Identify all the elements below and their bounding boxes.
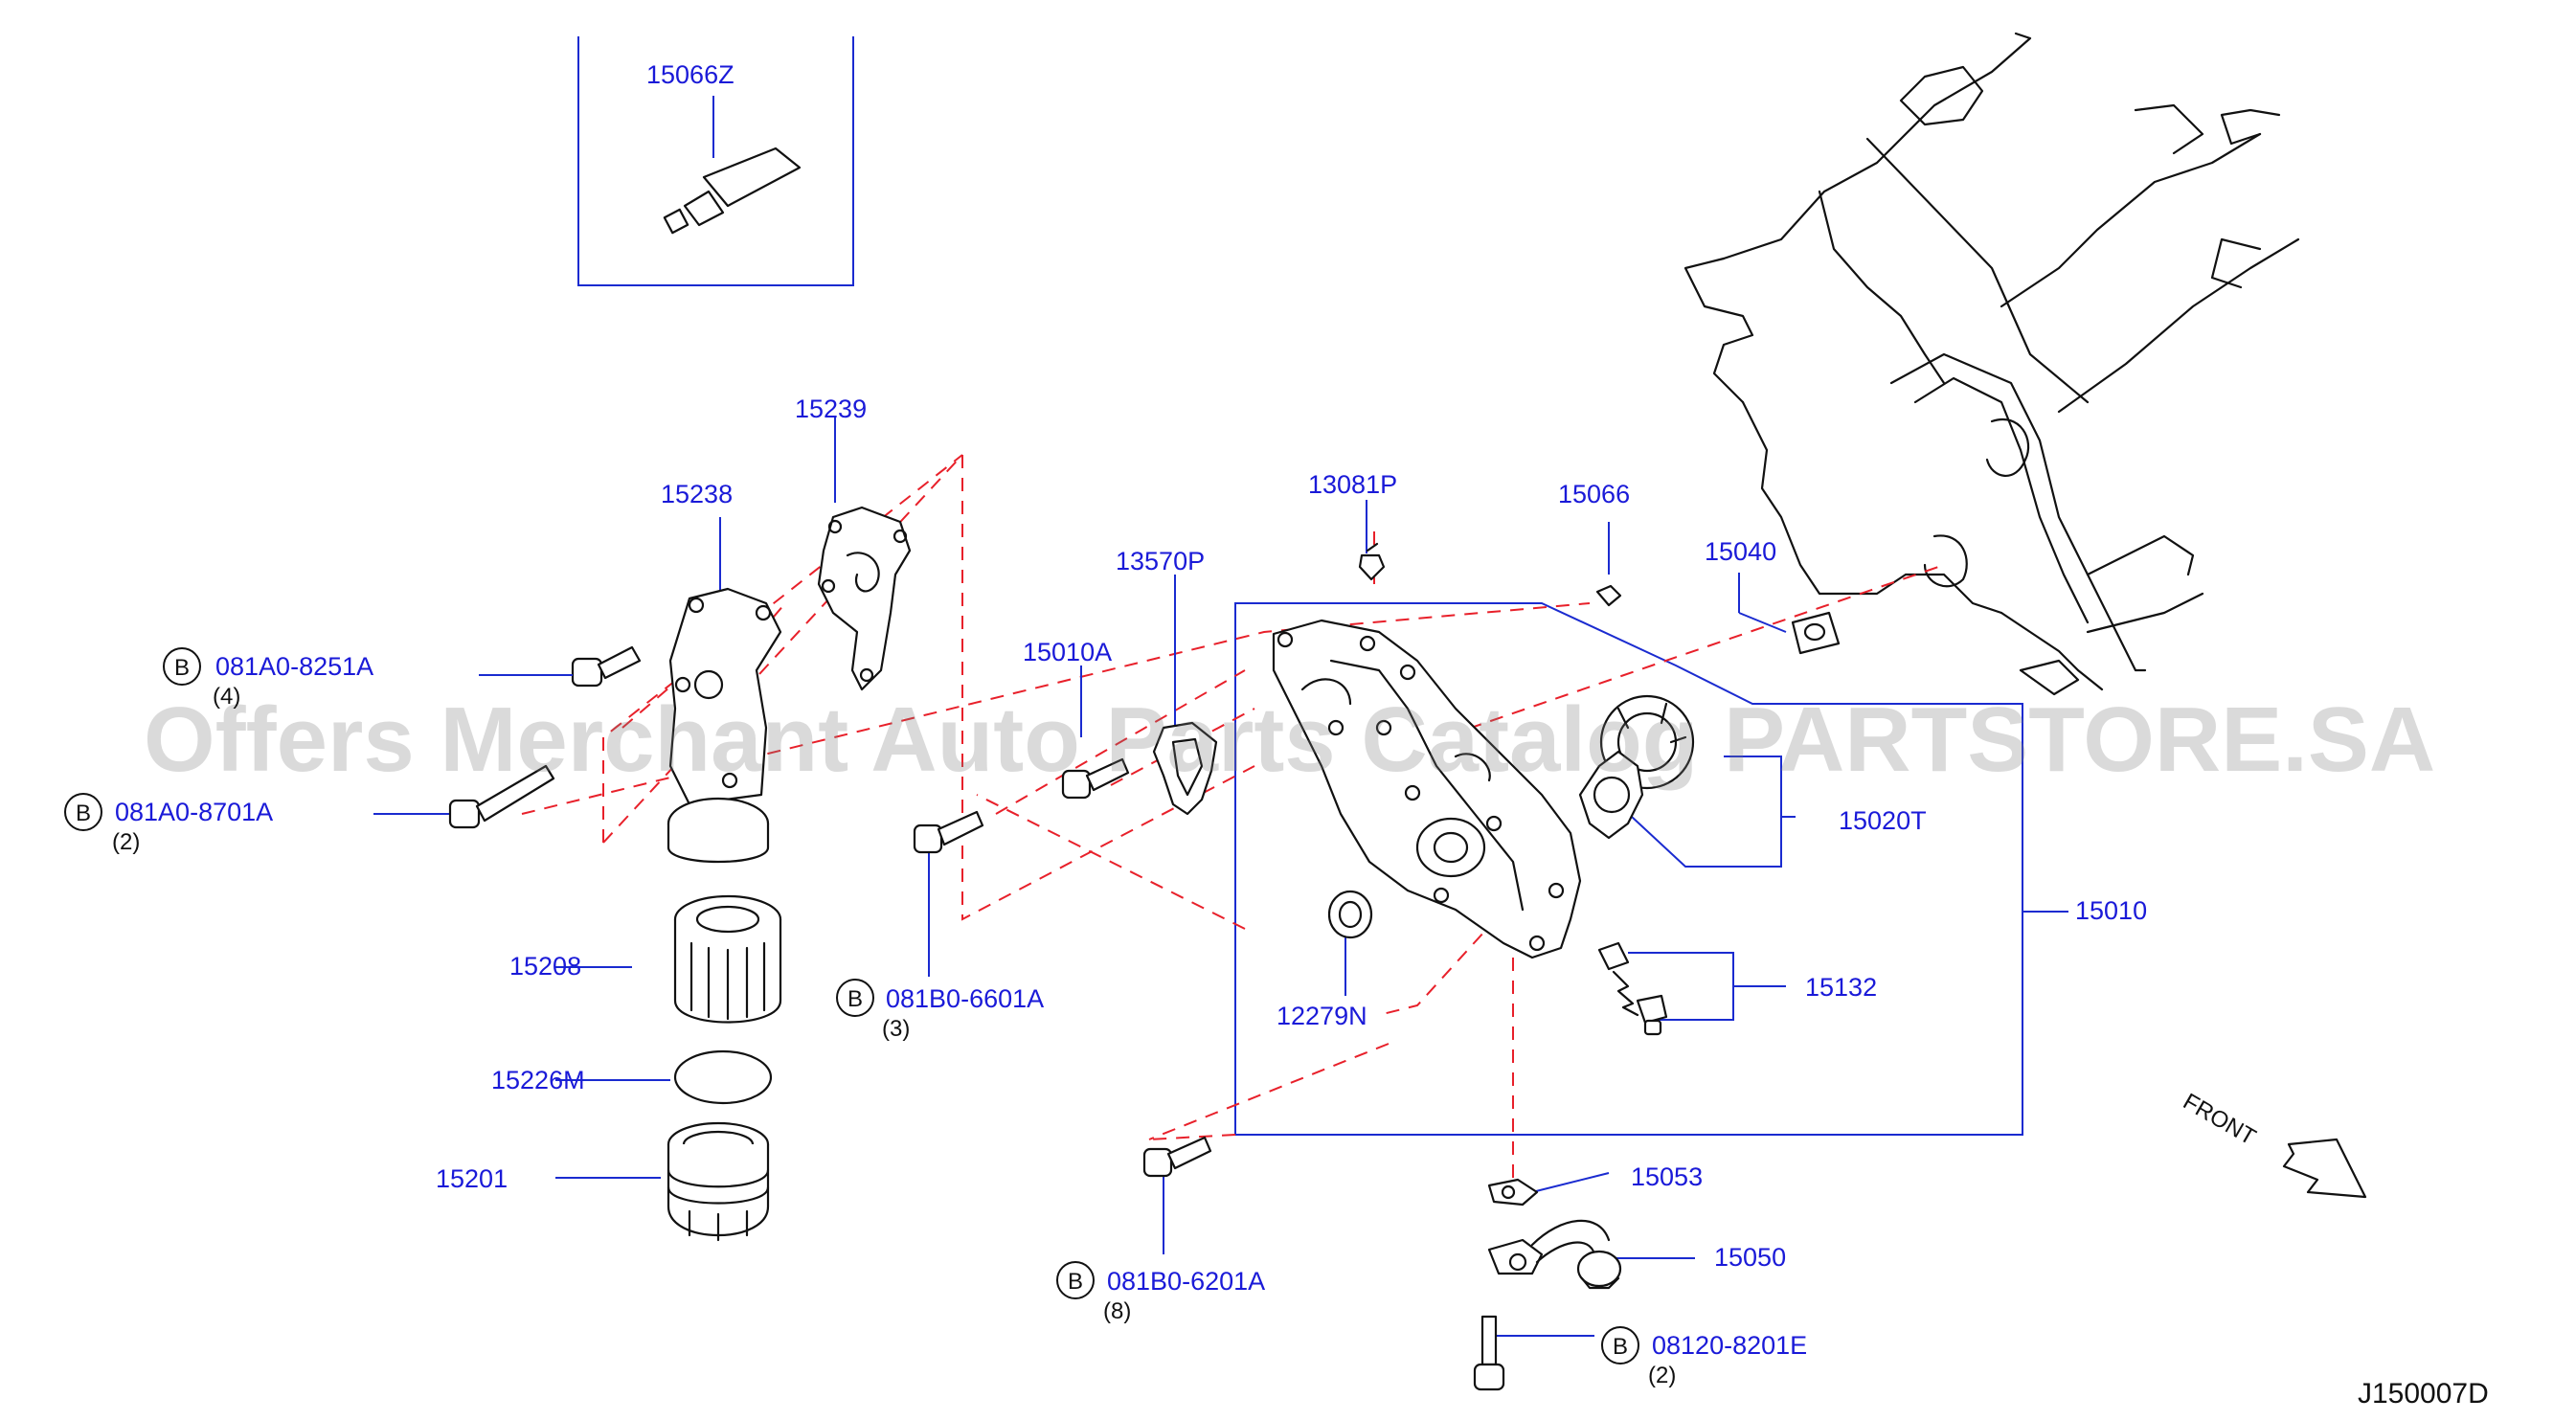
label-13081P[interactable]: 13081P	[1308, 470, 1397, 499]
label-15226M[interactable]: 15226M	[491, 1066, 585, 1094]
label-15053[interactable]: 15053	[1631, 1162, 1703, 1191]
bolt-081A0-8251A-image	[571, 645, 642, 688]
bolt-callout-081A0-8251A[interactable]: B 081A0-8251A (4)	[163, 647, 573, 710]
bracket-15238	[667, 587, 782, 864]
sealant-inset-box	[577, 36, 854, 286]
label-15050[interactable]: 15050	[1714, 1243, 1786, 1272]
part-labels: 15066Z 15239 15238 13081P 15066 15040 13…	[436, 60, 2147, 1272]
strainer-15050	[1487, 1219, 1622, 1290]
label-15132[interactable]: 15132	[1805, 973, 1877, 1002]
gasket-15053	[1487, 1178, 1539, 1207]
label-15238[interactable]: 15238	[661, 480, 733, 508]
bolt-qty: (8)	[1103, 1298, 1131, 1324]
oil-pump-rotors-15020T	[1578, 694, 1695, 840]
bolt-marker-icon	[836, 979, 874, 1017]
leader-lines	[373, 417, 2068, 1337]
bolt-callout-081A0-8701A[interactable]: B 081A0-8701A (2)	[64, 793, 273, 855]
bolt-callout-081B0-6201A[interactable]: B 081B0-6201A (8)	[1056, 1261, 1265, 1324]
gasket-13570P	[1152, 721, 1218, 816]
bolt-qty: (4)	[213, 684, 240, 710]
bolt-marker-letter: B	[1068, 1269, 1083, 1295]
label-15201[interactable]: 15201	[436, 1164, 508, 1193]
front-direction-arrow	[2282, 1138, 2367, 1199]
part-15010-assembly-box	[1234, 602, 2023, 1136]
bolt-08120-8201E-image	[1473, 1315, 1505, 1391]
label-15010[interactable]: 15010	[2075, 896, 2147, 925]
bolt-marker-letter: B	[847, 986, 863, 1012]
label-15020T[interactable]: 15020T	[1839, 806, 1927, 835]
bolt-qty: (2)	[1648, 1363, 1676, 1388]
bolt-part-number[interactable]: 081B0-6601A	[886, 984, 1044, 1013]
oil-filter-15208	[673, 894, 782, 1024]
bolt-part-number[interactable]: 081A0-8701A	[115, 798, 273, 826]
bolt-marker-icon	[163, 647, 201, 686]
bolt-081A0-8701A-image	[448, 764, 555, 829]
bolt-marker-letter: B	[1613, 1334, 1628, 1360]
front-label: FRONT	[2179, 1089, 2260, 1151]
gasket-15239	[817, 506, 912, 691]
seal-12279N	[1327, 890, 1373, 939]
bolt-callout-081B0-6601A[interactable]: B 081B0-6601A (3)	[836, 979, 1044, 1042]
label-15066Z[interactable]: 15066Z	[646, 60, 734, 89]
bolt-qty: (3)	[882, 1016, 910, 1042]
alignment-lines	[521, 452, 1945, 1178]
bolt-15010A-image	[1061, 757, 1130, 800]
label-15239[interactable]: 15239	[795, 395, 867, 423]
plug-13081P	[1358, 542, 1386, 581]
bolt-part-number[interactable]: 081A0-8251A	[215, 652, 373, 681]
bolt-callout-08120-8201E[interactable]: B 08120-8201E (2)	[1601, 1326, 1807, 1388]
dowel-15066	[1595, 584, 1622, 607]
bolt-081B0-6601A-image	[913, 810, 984, 854]
label-13570P[interactable]: 13570P	[1116, 547, 1205, 575]
front-cover-15010	[1272, 619, 1582, 959]
bolt-marker-icon	[1056, 1261, 1095, 1299]
label-15040[interactable]: 15040	[1705, 537, 1776, 566]
seal-15040	[1791, 611, 1841, 655]
label-12279N[interactable]: 12279N	[1277, 1002, 1367, 1030]
filter-base-15201	[667, 1121, 770, 1242]
engine-block-illustration	[1683, 32, 2300, 696]
label-15010A[interactable]: 15010A	[1023, 638, 1112, 666]
bolt-marker-letter: B	[174, 655, 190, 681]
bolt-part-number[interactable]: 081B0-6201A	[1107, 1267, 1265, 1296]
diagram-reference-code: J150007D	[2358, 1378, 2489, 1410]
bolt-part-number[interactable]: 08120-8201E	[1652, 1331, 1807, 1360]
relief-valve-15132	[1597, 941, 1668, 1036]
bolt-marker-icon	[1601, 1326, 1639, 1365]
o-ring-15226M	[673, 1049, 773, 1105]
bolt-marker-icon	[64, 793, 102, 831]
bolt-marker-letter: B	[76, 801, 91, 826]
bolt-081B0-6201A-image	[1142, 1136, 1212, 1178]
label-15208[interactable]: 15208	[509, 952, 581, 981]
watermark-text: Offers Merchant Auto Parts Catalog PARTS…	[144, 688, 2435, 791]
bolt-qty: (2)	[112, 829, 140, 855]
label-15066[interactable]: 15066	[1558, 480, 1630, 508]
